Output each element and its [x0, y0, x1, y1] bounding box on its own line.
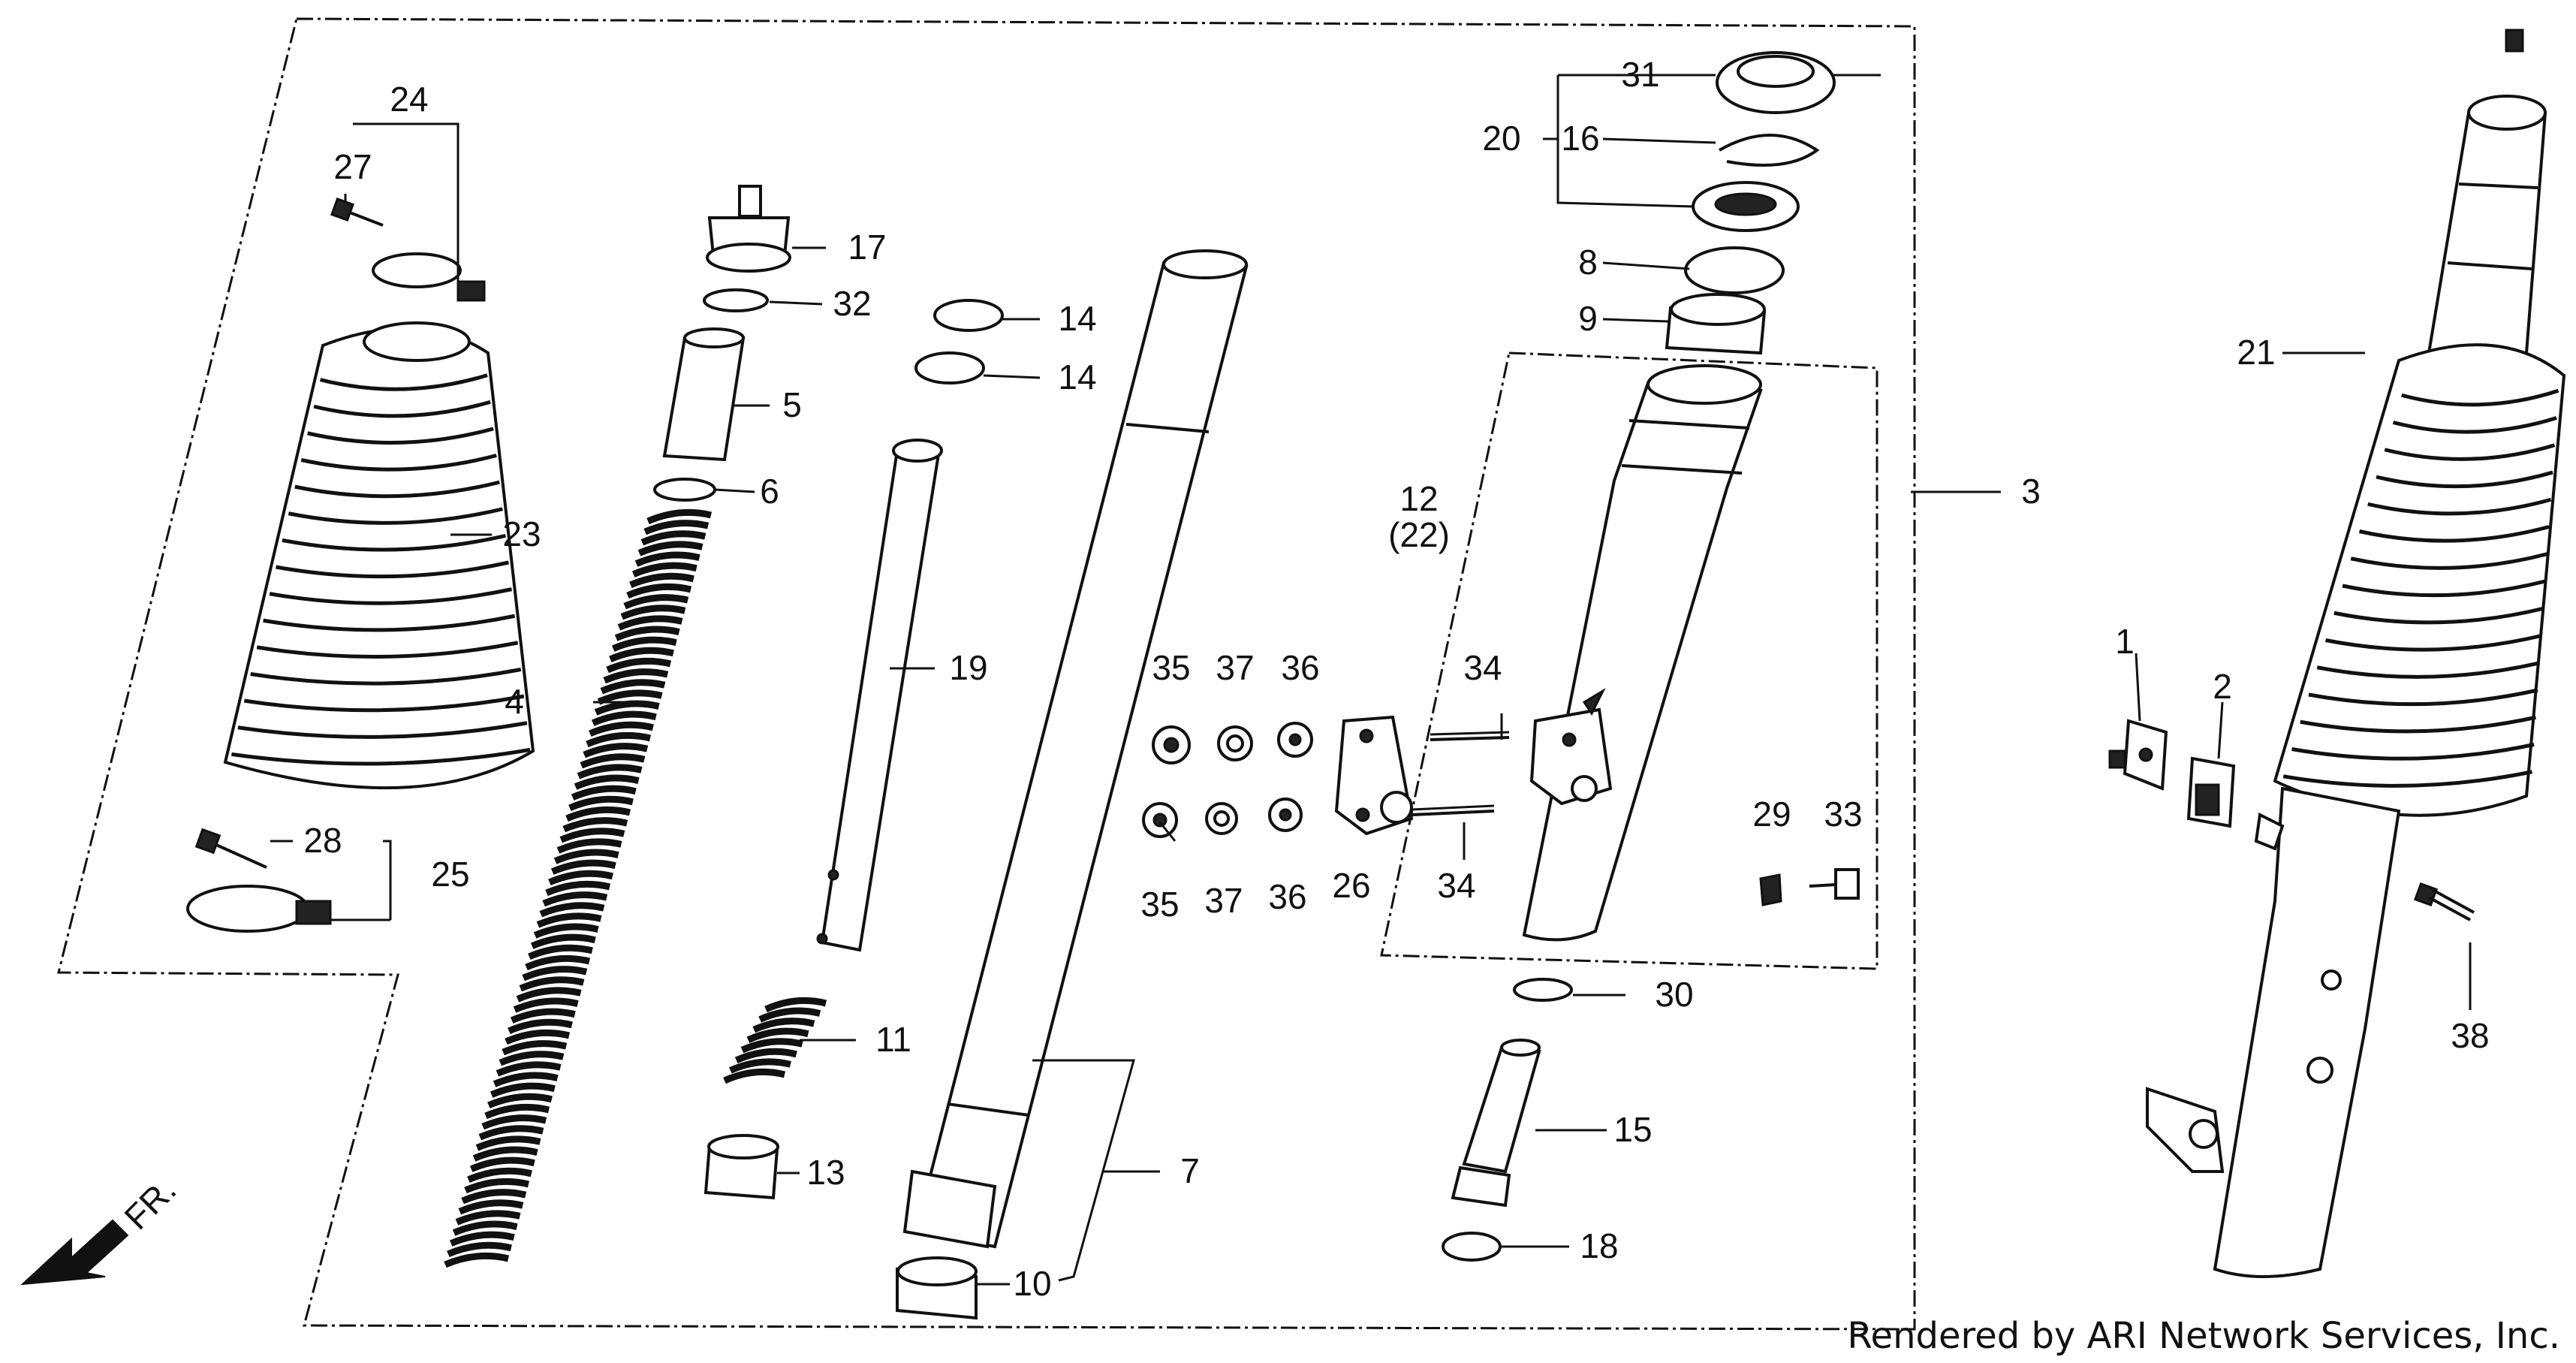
- callout-38: 38: [2451, 1016, 2489, 1055]
- part-14-ring-lower: [914, 351, 985, 384]
- callout-31: 31: [1621, 55, 1659, 94]
- callout-27: 27: [333, 147, 372, 186]
- part-23-dust-boot: [223, 321, 535, 790]
- callout-26: 26: [1332, 866, 1370, 905]
- part-37-washer-upper: [1217, 725, 1253, 761]
- callout-35-upper: 35: [1152, 648, 1190, 687]
- callout-11: 11: [875, 1020, 911, 1059]
- part-19-damper-rod: [816, 439, 943, 952]
- callout-14-upper: 14: [1058, 299, 1096, 338]
- callout-36-lower: 36: [1268, 877, 1306, 916]
- part-4-spring: [444, 508, 713, 1268]
- part-27-bolt: [330, 197, 384, 227]
- callout-24: 24: [390, 80, 428, 119]
- callout-9: 9: [1578, 299, 1598, 338]
- callout-21: 21: [2237, 333, 2275, 372]
- callout-23: 23: [502, 514, 541, 553]
- callout-20: 20: [1482, 119, 1520, 158]
- part-29-washer: [1759, 873, 1782, 906]
- callout-37-lower: 37: [1204, 881, 1243, 920]
- callout-33: 33: [1824, 795, 1862, 834]
- part-28-bolt: [194, 828, 267, 869]
- part-6-washer: [653, 478, 716, 502]
- part-14-ring-upper: [933, 299, 1004, 332]
- part-34-stud-upper: [1430, 731, 1510, 741]
- direction-label: FR.: [116, 1170, 183, 1237]
- callout-22: (22): [1388, 515, 1450, 554]
- part-12-fork-slider: [1522, 364, 1763, 942]
- callout-25: 25: [431, 855, 469, 894]
- part-1-clamp: [2108, 719, 2168, 791]
- part-17-cap-bolt: [706, 185, 791, 273]
- callout-36-upper: 36: [1281, 648, 1319, 687]
- callout-32: 32: [833, 284, 871, 323]
- callout-5: 5: [782, 385, 802, 424]
- part-36-washer-upper: [1277, 722, 1313, 758]
- callout-14-lower: 14: [1058, 357, 1096, 397]
- part-31-dust-seal: [1716, 51, 1836, 114]
- part-30-washer: [1513, 978, 1573, 1002]
- part-10-bushing: [896, 1256, 978, 1320]
- part-11-rebound-spring: [723, 997, 827, 1084]
- part-5-spacer: [662, 327, 746, 462]
- credit-text: Rendered by ARI Network Services, Inc.: [1847, 1315, 2560, 1357]
- callout-12: 12: [1399, 479, 1438, 518]
- callout-4: 4: [505, 682, 524, 721]
- callout-10: 10: [1013, 1264, 1051, 1303]
- callout-19: 19: [949, 648, 987, 687]
- part-7-fork-pipe: [902, 249, 1249, 1249]
- part-20-oil-seal: [1692, 181, 1800, 232]
- part-21-fork-assembly: [2146, 29, 2566, 1278]
- part-18-washer: [1442, 1232, 1502, 1262]
- front-direction-arrow: FR.: [20, 1170, 183, 1286]
- callout-18: 18: [1580, 1226, 1618, 1265]
- part-32-o-ring: [703, 288, 769, 312]
- part-25-clamp: [186, 885, 332, 933]
- assembly-boundary: [57, 17, 1916, 1331]
- part-2-clamp: [2186, 756, 2236, 828]
- callout-2: 2: [2213, 667, 2232, 706]
- callouts: 1 2 3 4 5 6 7 8 9 10 11 12 (22) 13 14 14…: [303, 55, 2489, 1303]
- callout-8: 8: [1578, 243, 1598, 282]
- part-15-socket-bolt: [1451, 1039, 1541, 1208]
- leader-lines: [270, 74, 2472, 1286]
- part-13-collar: [704, 1134, 779, 1200]
- callout-29: 29: [1752, 795, 1791, 834]
- part-36-washer-lower: [1268, 798, 1303, 832]
- part-37-washer-lower: [1205, 802, 1238, 835]
- callout-7: 7: [1180, 1151, 1200, 1190]
- callout-3: 3: [2021, 472, 2041, 511]
- callout-35-lower: 35: [1140, 885, 1179, 924]
- callout-16: 16: [1561, 119, 1599, 158]
- part-24-clamp: [372, 252, 486, 302]
- part-9-guide-bushing: [1665, 293, 1767, 355]
- part-33-drain-bolt: [1809, 868, 1860, 900]
- part-16-stopper-ring: [1719, 134, 1820, 167]
- callout-6: 6: [760, 472, 779, 511]
- part-26-axle-holder: [1334, 715, 1414, 836]
- part-8-back-up-ring: [1684, 246, 1785, 294]
- callout-37-upper: 37: [1216, 648, 1254, 687]
- part-35-nut-upper: [1152, 725, 1191, 764]
- callout-13: 13: [806, 1153, 845, 1192]
- callout-17: 17: [848, 228, 886, 267]
- part-34-stud-lower: [1411, 804, 1495, 816]
- part-35-nut-lower: [1142, 802, 1178, 838]
- callout-1: 1: [2115, 622, 2135, 661]
- callout-30: 30: [1655, 975, 1693, 1014]
- group-box-12: [1380, 351, 1879, 970]
- callout-34-lower: 34: [1437, 866, 1475, 905]
- callout-28: 28: [303, 821, 342, 860]
- callout-15: 15: [1613, 1110, 1652, 1149]
- callout-34-upper: 34: [1463, 648, 1502, 687]
- part-38-bolt: [2413, 882, 2475, 921]
